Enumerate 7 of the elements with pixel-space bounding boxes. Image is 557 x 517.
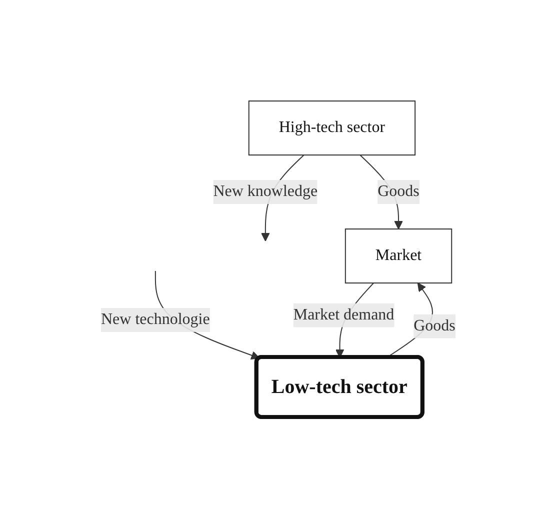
node-box: Market <box>345 228 452 283</box>
edge-label: Goods <box>378 182 420 200</box>
edge-label: Goods <box>414 316 456 334</box>
edge-label: New knowledge <box>214 182 318 200</box>
edge-label: Market demand <box>294 306 394 323</box>
node-box: High-tech sector <box>248 100 416 155</box>
edge-label: New technologie <box>101 310 210 328</box>
